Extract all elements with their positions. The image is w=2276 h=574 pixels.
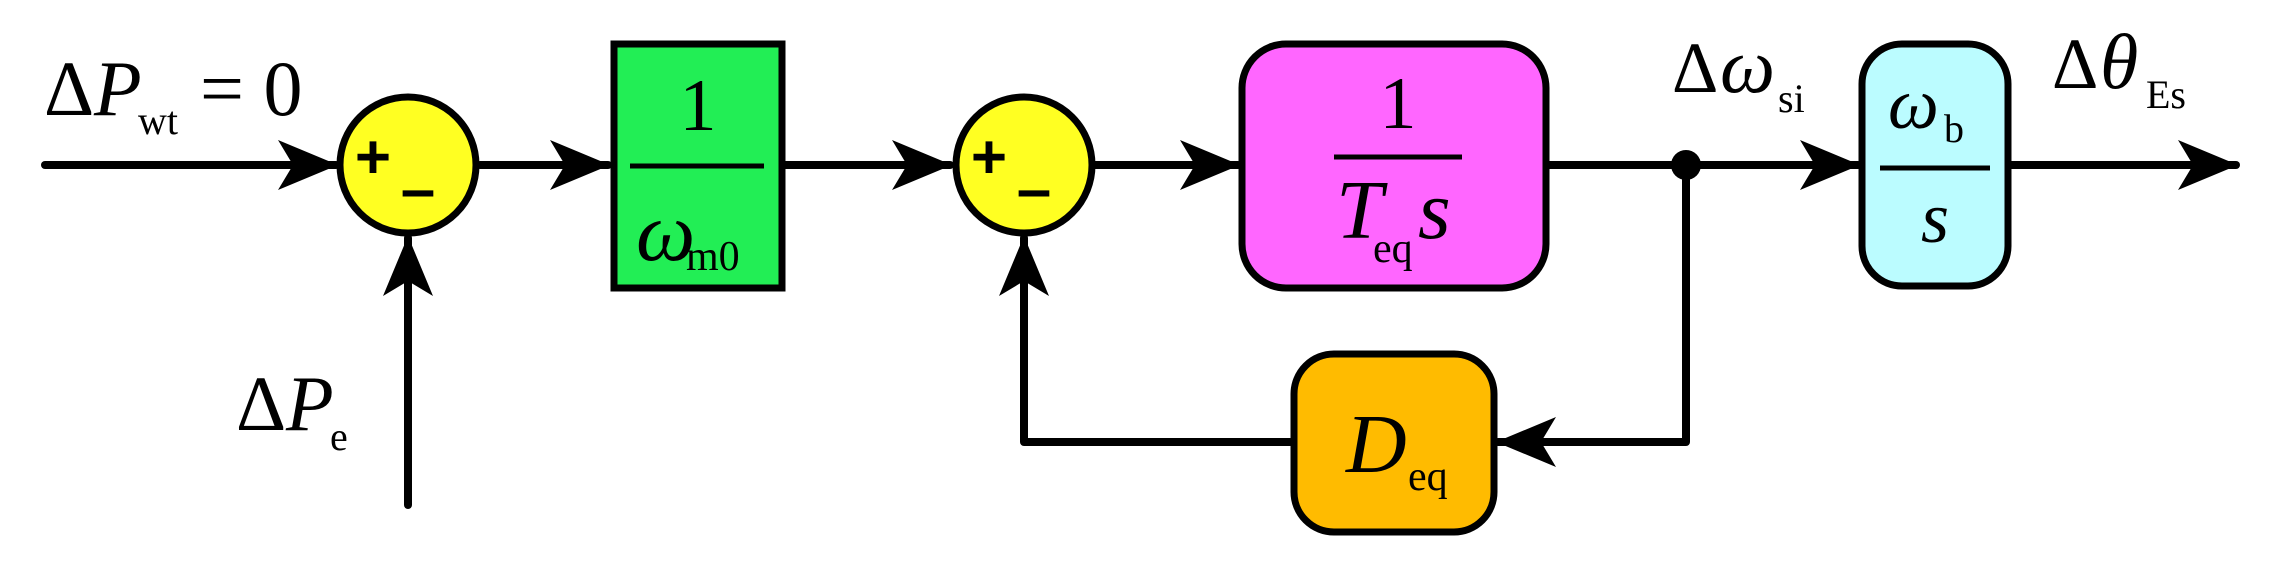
integrator-block: 1 T eq s [1238, 40, 1550, 292]
angle-numerator-symbol: ω [1888, 64, 1939, 144]
omega-si-delta: Δ [1672, 28, 1718, 108]
pickoff-junction [1671, 150, 1701, 180]
summer-1-minus-sign: – [401, 155, 435, 224]
inertia-denominator-subscript: m0 [686, 234, 740, 280]
angle-denominator-variable: s [1921, 178, 1949, 258]
p-e-symbol: P [285, 360, 334, 447]
summer-1-circle [336, 93, 480, 237]
p-wt-subscript: wt [138, 98, 178, 143]
integrator-numerator: 1 [1380, 63, 1417, 145]
integrator-denominator-subscript: eq [1373, 226, 1413, 272]
summer-2-circle [952, 93, 1096, 237]
angle-numerator-subscript: b [1944, 106, 1964, 151]
summing-junction-1: + – [336, 93, 480, 237]
damping-block: D eq [1290, 350, 1498, 536]
inertia-block: 1 ω m0 [610, 40, 786, 292]
summer-2-minus-sign: – [1017, 155, 1051, 224]
inertia-denominator-symbol: ω [636, 186, 695, 279]
omega-si-symbol: ω [1720, 22, 1775, 109]
angle-block: ω b s [1858, 40, 2012, 290]
p-e-delta: Δ [236, 360, 286, 447]
theta-es-delta: Δ [2052, 24, 2098, 104]
damping-block-box [1290, 350, 1498, 536]
input-label-p-e: Δ P e [236, 360, 348, 459]
integrator-denominator-symbol: T [1336, 164, 1388, 257]
input-label-p-wt: Δ P wt = 0 [44, 45, 303, 143]
inertia-numerator: 1 [680, 65, 717, 147]
integrator-block-box [1238, 40, 1550, 292]
summing-junction-2: + – [952, 93, 1096, 237]
theta-es-subscript: Es [2146, 72, 2186, 117]
summer-2-plus-sign: + [971, 123, 1007, 192]
signal-label-omega-si: Δ ω si [1672, 22, 1805, 121]
summer-1-plus-sign: + [355, 123, 391, 192]
omega-si-subscript: si [1778, 76, 1805, 121]
p-wt-delta: Δ [44, 45, 94, 132]
damping-symbol: D [1345, 398, 1407, 491]
damping-subscript: eq [1408, 454, 1448, 500]
integrator-denominator-variable: s [1418, 164, 1451, 257]
p-wt-equals-zero: = 0 [200, 45, 303, 132]
output-label-theta-es: Δ θ Es [2052, 18, 2186, 117]
feedback-wire-to-damping [1494, 161, 1690, 467]
p-wt-symbol: P [93, 45, 142, 132]
theta-es-symbol: θ [2100, 18, 2138, 105]
feedback-wire-to-summer2 [999, 234, 1294, 446]
angle-block-box [1858, 40, 2012, 290]
p-e-subscript: e [330, 414, 348, 459]
